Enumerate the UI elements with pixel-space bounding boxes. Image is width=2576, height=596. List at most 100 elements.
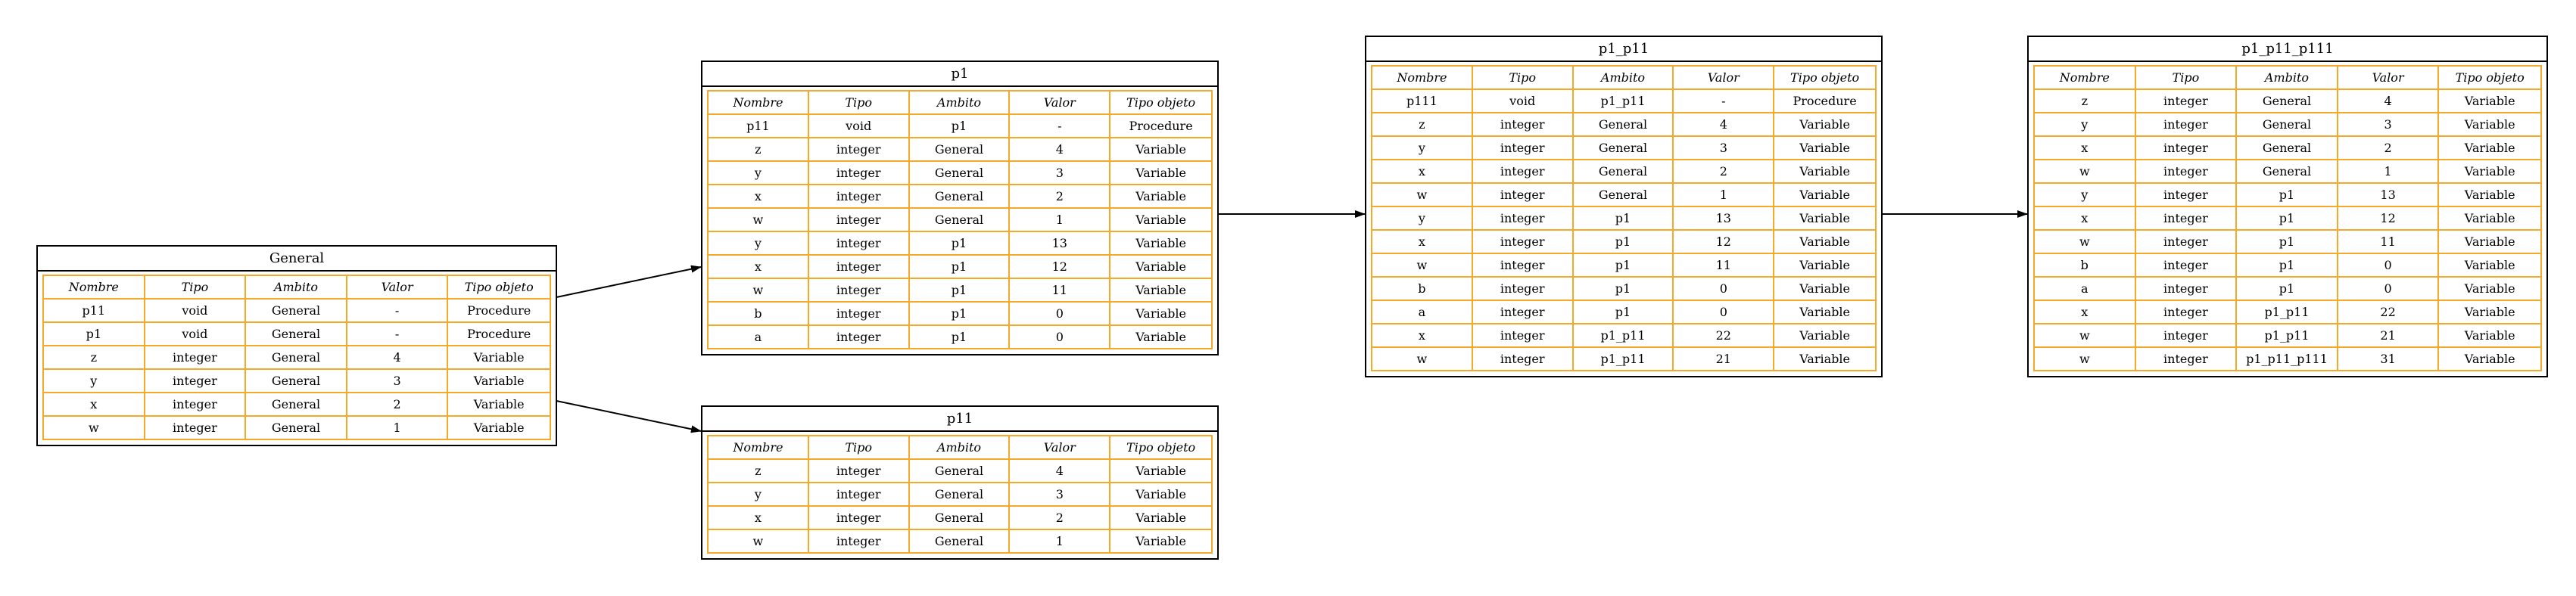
cell-tipo-objeto: Variable [1774,207,1875,231]
cell-tipo-objeto: Variable [1110,185,1211,209]
cell-valor: - [1010,115,1111,138]
cell-valor: 3 [347,370,449,393]
cell-ambito: p1 [910,326,1011,348]
cell-ambito: p1 [2237,231,2338,254]
cell-valor: 4 [1674,113,1775,137]
cell-nombre: z [709,138,809,162]
cell-tipo: void [808,115,910,138]
cell-tipo: integer [2135,90,2238,113]
cell-tipo: integer [808,279,910,303]
cell-tipo: integer [145,370,247,393]
cell-tipo-objeto: Procedure [1110,115,1211,138]
cell-valor: 31 [2338,348,2440,370]
cell-valor: 1 [347,417,449,439]
cell-ambito: p1_p11 [1574,348,1674,370]
cell-tipo: void [1472,90,1574,113]
cell-tipo-objeto: Variable [2439,324,2540,348]
cell-nombre: p1 [44,323,145,346]
cell-ambito: p1_p11 [2237,324,2338,348]
cell-ambito: p1 [2237,207,2338,231]
cell-nombre: y [709,232,809,256]
cell-nombre: y [709,483,809,507]
cell-valor: 2 [1674,160,1775,184]
cell-nombre: y [1372,207,1473,231]
cell-nombre: w [1372,254,1473,278]
cell-valor: 4 [347,346,449,370]
cell-tipo: integer [1472,207,1574,231]
cell-tipo: integer [2135,254,2238,278]
cell-nombre: y [1372,137,1473,160]
cell-valor: 11 [1674,254,1775,278]
cell-ambito: p1 [909,303,1011,326]
cell-valor: 13 [1674,207,1775,231]
symbol-table: Nombre Tipo Ambito Valor Tipo objeto p11… [42,275,551,440]
table-node-general: General Nombre Tipo Ambito Valor Tipo ob… [36,245,557,446]
cell-valor: 1 [1674,184,1775,207]
cell-valor: 4 [1010,460,1111,483]
col-header-tipo: Tipo [2135,67,2238,90]
cell-tipo-objeto: Variable [1774,254,1875,278]
cell-ambito: p1 [909,115,1011,138]
cell-valor: 4 [1010,138,1111,162]
cell-valor: 11 [2338,231,2440,254]
cell-nombre: x [1372,231,1473,254]
cell-nombre: z [1372,113,1473,137]
cell-tipo: integer [2135,301,2238,324]
cell-ambito: General [1573,184,1674,207]
col-header-nombre: Nombre [709,92,809,115]
node-title: p1 [702,62,1217,87]
col-header-tipo-objeto: Tipo objeto [2439,67,2540,90]
cell-ambito: General [910,530,1011,552]
cell-ambito: General [2237,90,2338,113]
cell-ambito: General [1573,137,1674,160]
cell-tipo: integer [2135,231,2238,254]
col-header-valor: Valor [347,276,449,300]
cell-nombre: x [709,507,809,530]
cell-tipo: integer [808,460,910,483]
cell-valor: 11 [1010,279,1111,303]
cell-tipo: integer [809,530,910,552]
node-title: p11 [702,407,1217,432]
cell-tipo: integer [1472,160,1574,184]
col-header-nombre: Nombre [1372,67,1473,90]
cell-tipo-objeto: Variable [1135,330,1186,344]
cell-tipo: integer [808,303,910,326]
cell-tipo: integer [808,483,910,507]
cell-ambito: p1 [909,279,1011,303]
cell-tipo: integer [145,417,247,439]
cell-ambito: p1 [1573,278,1674,301]
cell-tipo: void [145,323,247,346]
cell-tipo: integer [1473,348,1574,370]
cell-tipo-objeto: Variable [1110,138,1211,162]
cell-tipo-objeto: Variable [2439,254,2540,278]
cell-nombre: x [2035,137,2136,160]
node-title: General [38,247,556,272]
cell-tipo: integer [1472,254,1574,278]
cell-valor: 0 [1010,326,1111,348]
cell-tipo-objeto: Variable [1774,184,1875,207]
cell-ambito: p1_p11 [1573,324,1674,348]
cell-ambito: General [909,460,1011,483]
cell-valor: 3 [2338,113,2440,137]
cell-tipo-objeto: Variable [473,421,525,435]
cell-tipo: integer [808,138,910,162]
